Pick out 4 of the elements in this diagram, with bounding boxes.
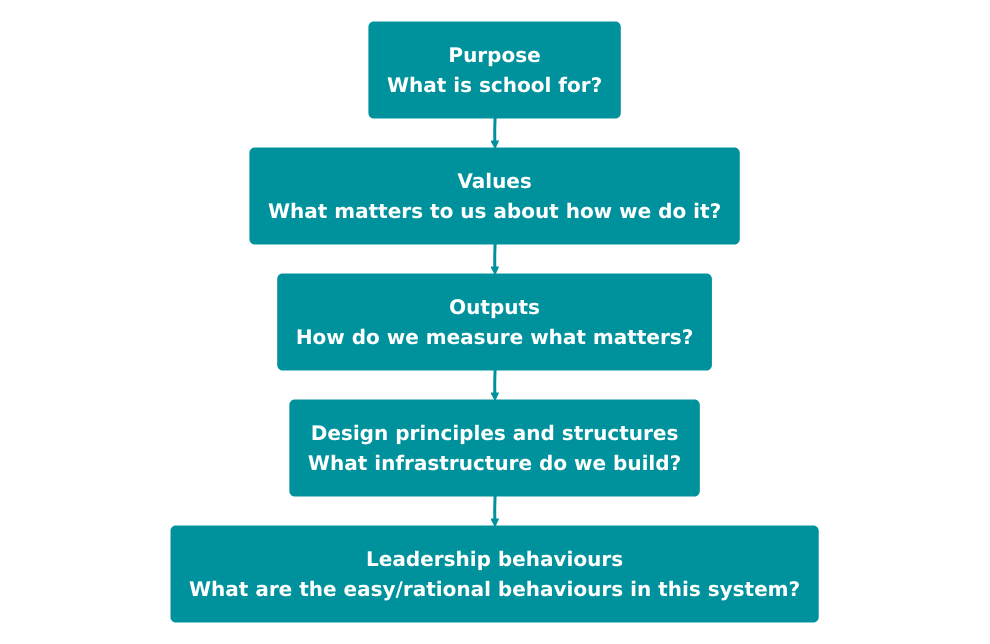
arrow: [490, 118, 500, 149]
arrow: [490, 370, 500, 401]
arrow: [490, 496, 500, 527]
arrow: [490, 244, 500, 275]
